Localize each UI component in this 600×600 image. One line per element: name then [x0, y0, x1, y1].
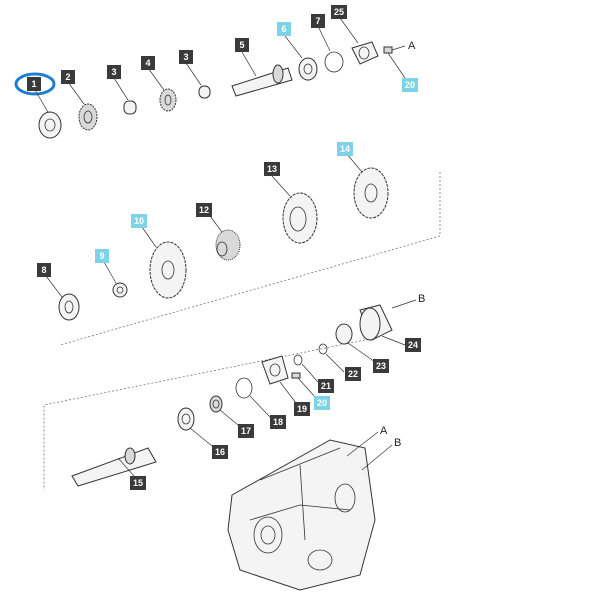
callout-15[interactable]: 15	[130, 476, 146, 490]
callout-25[interactable]: 25	[331, 5, 347, 19]
part-24-cone[interactable]	[359, 299, 417, 346]
callout-8[interactable]: 8	[37, 263, 51, 277]
part-16-bearing[interactable]	[177, 407, 213, 447]
callout-1[interactable]: 1	[27, 77, 41, 91]
gearbox-housing[interactable]	[227, 431, 393, 591]
part-20-bolt-a[interactable]	[383, 45, 406, 79]
part-1-bearing[interactable]	[34, 89, 62, 139]
letter-a-top: A	[408, 40, 416, 52]
callout-21[interactable]: 21	[318, 379, 334, 393]
part-14-gear[interactable]	[345, 152, 389, 219]
selection-ring[interactable]	[14, 72, 56, 96]
part-8-bearing[interactable]	[45, 275, 80, 321]
callout-10[interactable]: 10	[131, 214, 147, 228]
callout-16[interactable]: 16	[212, 445, 228, 459]
dashed-boundary-upper	[59, 172, 441, 346]
callout-12[interactable]: 12	[196, 203, 212, 217]
callout-9[interactable]: 9	[95, 249, 109, 263]
part-10-large-gear[interactable]	[141, 226, 187, 299]
part-20-bolt-b[interactable]	[291, 372, 317, 399]
callout-18[interactable]: 18	[270, 415, 286, 429]
part-3-sleeve[interactable]	[113, 77, 137, 115]
callout-24[interactable]: 24	[405, 338, 421, 352]
part-12-needle-bearing[interactable]	[209, 215, 241, 261]
callout-20b[interactable]: 20	[314, 396, 330, 410]
part-7-circlip[interactable]	[317, 25, 344, 73]
callout-3a[interactable]: 3	[107, 65, 121, 79]
callout-13[interactable]: 13	[264, 162, 280, 176]
callout-14[interactable]: 14	[337, 142, 353, 156]
part-9-bushing[interactable]	[103, 261, 128, 298]
callout-23[interactable]: 23	[373, 359, 389, 373]
part-15-shaft[interactable]	[71, 447, 157, 487]
part-19-cover[interactable]	[261, 355, 297, 404]
part-5-shaft[interactable]	[231, 51, 293, 97]
callout-19[interactable]: 19	[294, 402, 310, 416]
part-13-gear[interactable]	[271, 175, 318, 244]
letter-a-housing: A	[380, 425, 388, 437]
dashed-boundary-lower	[43, 339, 366, 490]
callout-20a[interactable]: 20	[402, 78, 418, 92]
callout-2[interactable]: 2	[61, 70, 75, 84]
part-3-sleeve-b[interactable]	[185, 62, 211, 99]
letter-b-housing: B	[394, 437, 402, 449]
part-4-gear[interactable]	[147, 67, 177, 112]
part-22-ring[interactable]	[318, 343, 345, 373]
part-25-cover-plate[interactable]	[339, 17, 379, 65]
part-17-seal[interactable]	[209, 395, 239, 426]
callout-22[interactable]: 22	[345, 367, 361, 381]
callout-4[interactable]: 4	[141, 56, 155, 70]
part-18-oring[interactable]	[235, 377, 271, 418]
part-2-gear[interactable]	[67, 81, 98, 131]
callout-3b[interactable]: 3	[179, 50, 193, 64]
part-23-spring-plate[interactable]	[335, 323, 376, 363]
callout-17[interactable]: 17	[238, 424, 254, 438]
callout-7[interactable]: 7	[311, 14, 325, 28]
part-6-bearing[interactable]	[284, 35, 318, 81]
callout-6[interactable]: 6	[277, 22, 291, 36]
part-21-oring[interactable]	[293, 354, 319, 383]
callout-5[interactable]: 5	[235, 38, 249, 52]
letter-b-mid: B	[418, 293, 426, 305]
